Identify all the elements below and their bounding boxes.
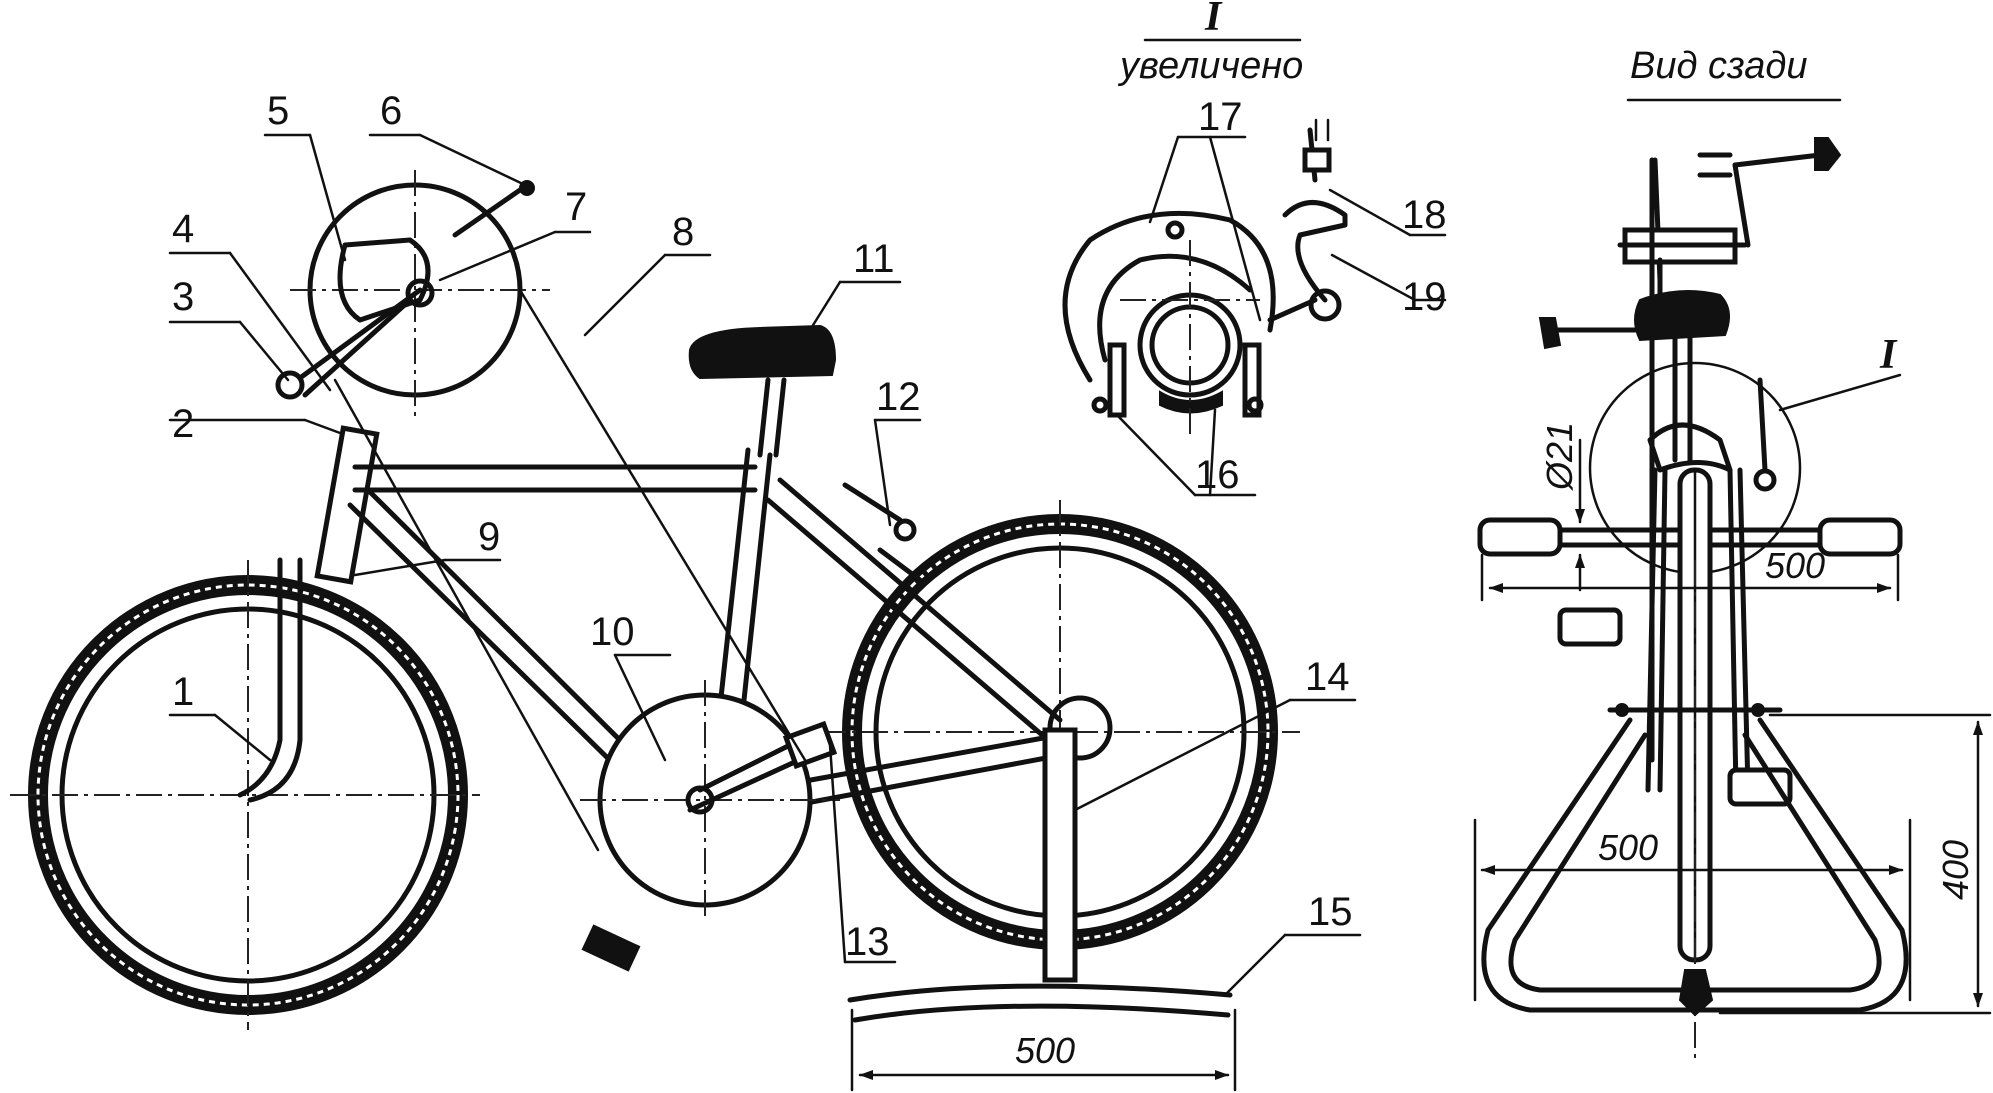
rear-view-callout: I (1879, 332, 1898, 378)
handlebar-width-label: 500 (1765, 545, 1825, 586)
part-label: 17 (1198, 95, 1243, 139)
part-label: 8 (672, 210, 694, 254)
side-view: 500 1 2 3 4 5 6 7 (10, 89, 1362, 1092)
stand-width-label: 500 (1598, 827, 1658, 868)
part-label: 4 (172, 207, 194, 251)
rear-view-caption: Вид сзади (1630, 45, 1808, 87)
part-label: 18 (1402, 193, 1447, 237)
part-label: 15 (1308, 890, 1353, 934)
part-label: 16 (1195, 453, 1240, 497)
saddle (688, 324, 837, 380)
part-label: 1 (172, 670, 194, 714)
rear-view: Вид сзади I (1473, 45, 1992, 1060)
part-label: 13 (845, 920, 890, 964)
part-number-labels: 1 2 3 4 5 6 7 8 9 10 11 12 13 14 15 (172, 89, 1353, 964)
part-label: 14 (1305, 655, 1350, 699)
part-label: 9 (478, 515, 500, 559)
stand-height-label: 400 (1935, 840, 1976, 900)
lower-sprocket (580, 680, 840, 972)
part-label: 7 (565, 185, 587, 229)
part-label: 3 (172, 275, 194, 319)
drive-belt (333, 288, 807, 852)
callout-leaders (168, 133, 1362, 997)
detail-caption: увеличено (1117, 45, 1303, 87)
part-label: 12 (876, 375, 921, 419)
part-label: 5 (267, 89, 289, 133)
tube-diameter-label: Ø21 (1539, 422, 1580, 491)
brake-bracket (842, 482, 923, 583)
rear-stand (847, 727, 1233, 1023)
stand-length-dimension: 500 (850, 1008, 1237, 1092)
part-label: 19 (1402, 275, 1447, 319)
part-label: 6 (380, 89, 402, 133)
stand-length-label: 500 (1015, 1030, 1075, 1071)
part-label: 11 (853, 237, 895, 281)
detail-marker: I (1204, 0, 1223, 40)
detail-view-enlarged: I увеличено 17 16 (1062, 0, 1447, 497)
part-label: 2 (172, 402, 194, 446)
part-label: 10 (590, 610, 635, 654)
upper-generator-disk (275, 170, 550, 420)
